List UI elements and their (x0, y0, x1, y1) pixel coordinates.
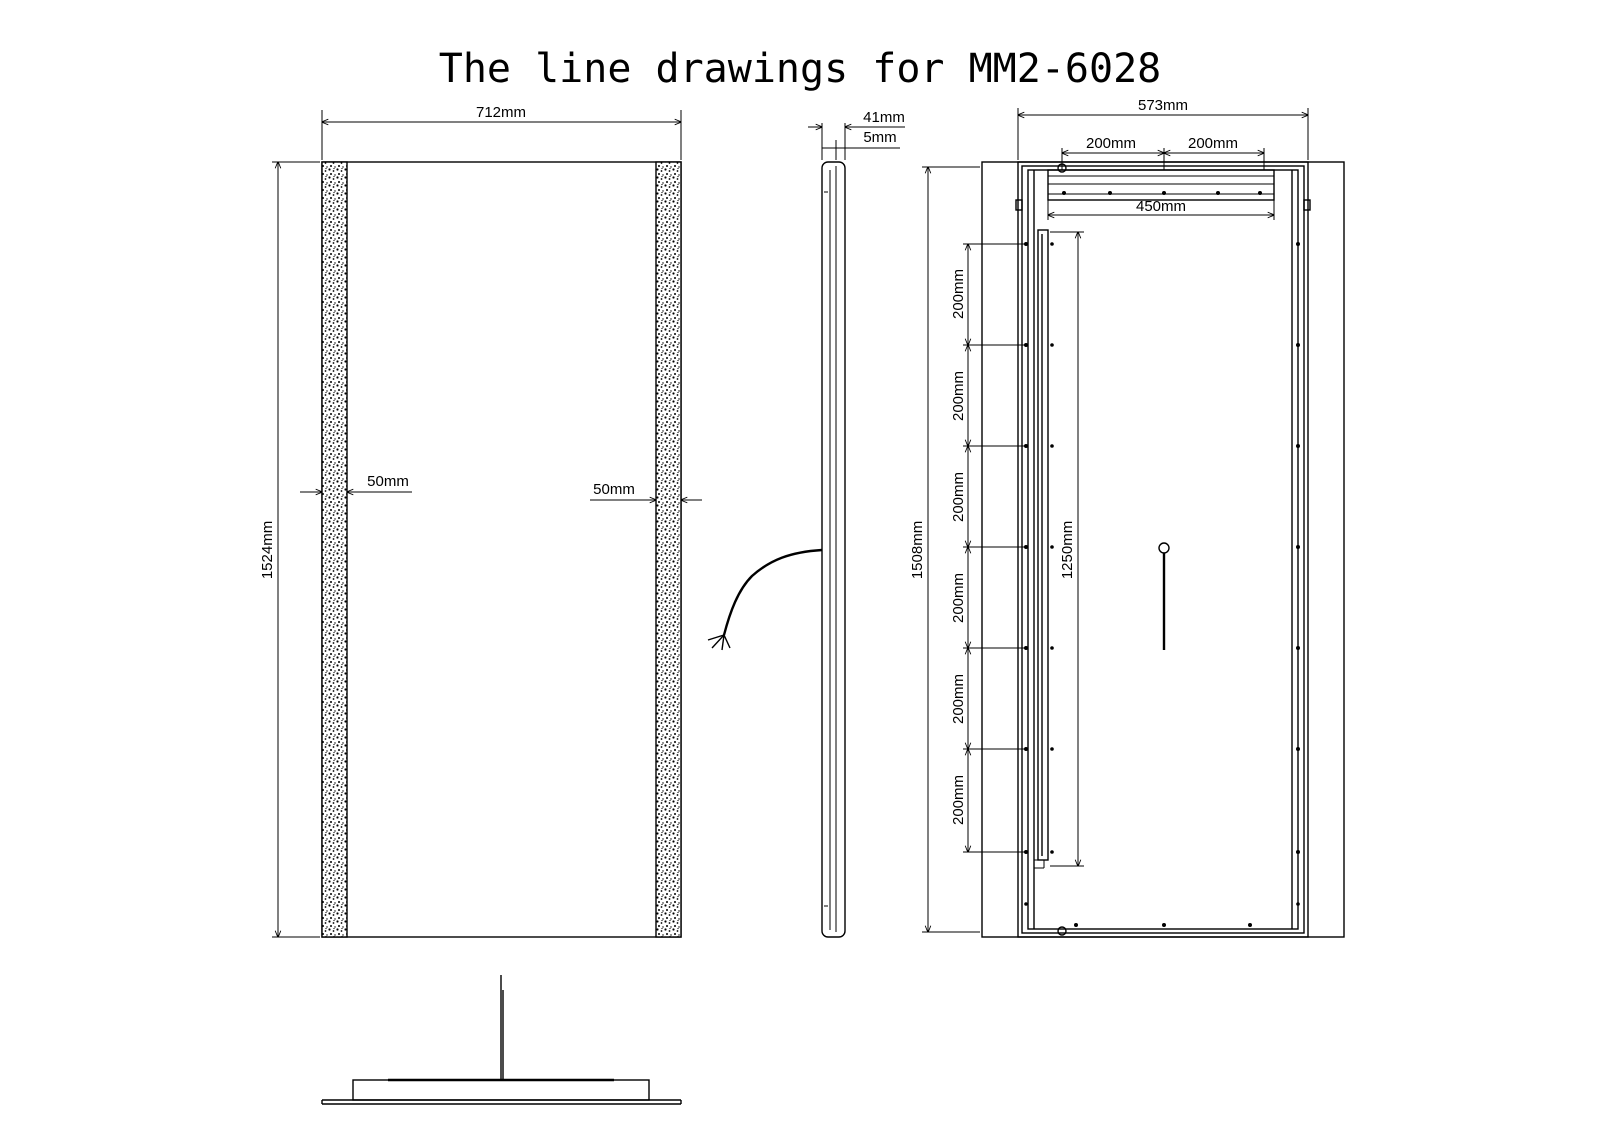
back-view: 573mm 200mm 200mm 450mm 1508mm 1250mm (909, 97, 1345, 938)
front-view: 712mm 1524mm 50mm 50mm (259, 104, 702, 938)
side-view: 41mm 5mm (707, 109, 905, 938)
back-rail-length-label: 1250mm (1059, 521, 1076, 579)
back-vertical-spacing-2: 200mm (950, 371, 967, 421)
back-vertical-spacing-3: 200mm (950, 472, 967, 522)
front-width-label: 712mm (476, 104, 526, 121)
back-vertical-spacing-4: 200mm (950, 573, 967, 623)
back-vertical-spacing-5: 200mm (950, 674, 967, 724)
front-left-strip-label: 50mm (367, 473, 409, 490)
side-glass-label: 5mm (863, 129, 896, 146)
side-frame-outline (821, 161, 846, 938)
back-top-left-spacing-label: 200mm (1086, 135, 1136, 152)
back-top-right-spacing-label: 200mm (1188, 135, 1238, 152)
bottom-frame-body (352, 1079, 650, 1101)
top-bracket (1047, 169, 1275, 201)
bottom-view (321, 975, 682, 1105)
back-vertical-spacing-1: 200mm (950, 269, 967, 319)
page-title: The line drawings for MM2-6028 (438, 46, 1162, 92)
back-bracket-width-label: 450mm (1136, 198, 1186, 215)
back-height-label: 1508mm (909, 521, 926, 579)
left-rail-outer (1037, 229, 1049, 861)
switch-knob (1158, 542, 1170, 554)
front-right-led-strip (655, 161, 682, 938)
front-left-led-strip (321, 161, 348, 938)
front-height-label: 1524mm (259, 521, 276, 579)
front-right-strip-label: 50mm (593, 481, 635, 498)
back-outer-frame (981, 161, 1345, 938)
back-width-label: 573mm (1138, 97, 1188, 114)
front-mirror-outline (321, 161, 682, 938)
back-vertical-spacing-6: 200mm (950, 775, 967, 825)
power-cable (722, 548, 823, 636)
side-depth-label: 41mm (863, 109, 905, 126)
